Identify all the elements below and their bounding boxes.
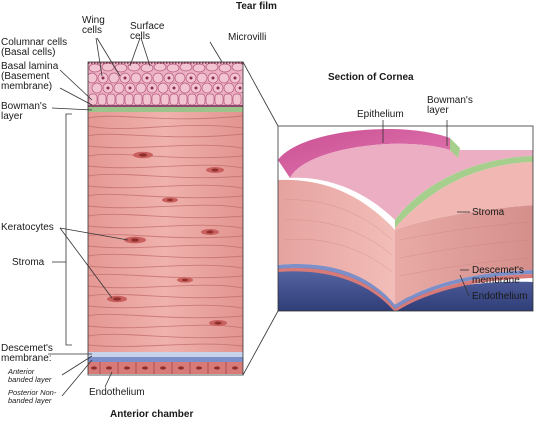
- inset-stroma-front: [278, 179, 395, 305]
- surface-cells-label: Surface cells: [130, 21, 165, 42]
- projection-line-top: [242, 61, 279, 127]
- leader-lines: [48, 37, 223, 397]
- tear-film-label: Tear film: [236, 1, 277, 12]
- descemet-anterior: [88, 352, 243, 357]
- microvilli-label: Microvilli: [228, 32, 267, 43]
- inset-epithelium: [278, 129, 450, 178]
- anterior-banded-layer-label: Anterior banded layer: [8, 367, 52, 384]
- bowmans-layer: [88, 107, 243, 112]
- inset-stroma-label: Stroma: [472, 207, 505, 218]
- inset-leader-lines: [382, 120, 470, 297]
- inset-bowmans-layer-label: Bowman's layer: [427, 95, 473, 116]
- basal-lamina: [88, 105, 243, 107]
- stroma-lamellae: [88, 115, 243, 347]
- keratocytes-label: Keratocytes: [1, 222, 54, 233]
- descemet-posterior: [88, 357, 243, 362]
- stroma-bracket: [65, 113, 72, 346]
- basal-lamina-label: Basal lamina (Basement membrane): [1, 61, 59, 92]
- section-of-cornea-title: Section of Cornea: [328, 72, 414, 83]
- endothelium-label: Endothelium: [89, 387, 145, 398]
- projection-line-bottom: [242, 310, 279, 376]
- main-block-border: [87, 61, 244, 376]
- anterior-chamber-label: Anterior chamber: [110, 409, 194, 420]
- inset-border: [277, 125, 534, 312]
- inset-endothelium-label: Endothelium: [472, 291, 528, 302]
- inset-cornea-section: [278, 126, 533, 311]
- descemets-membrane-label: Descemet's membrane:: [1, 343, 53, 364]
- stroma-label: Stroma: [12, 257, 45, 268]
- posterior-nonbanded-layer-label: Posterior Non-banded layer: [8, 388, 57, 405]
- inset-bowmans-layer: [395, 156, 533, 228]
- epithelial-nuclei: [101, 76, 242, 90]
- bowmans-layer-label: Bowman's layer: [1, 101, 47, 122]
- main-cornea-block: [88, 62, 243, 374]
- inset-epithelium-label: Epithelium: [357, 109, 404, 120]
- inset-descemets-membrane-label: Descemet's membrane: [472, 265, 524, 286]
- inset-stroma-side: [395, 205, 533, 305]
- endothelium-cells: [88, 362, 243, 374]
- columnar-cells-label: Columnar cells (Basal cells): [1, 37, 68, 58]
- wing-cells-label: Wing cells: [82, 15, 105, 36]
